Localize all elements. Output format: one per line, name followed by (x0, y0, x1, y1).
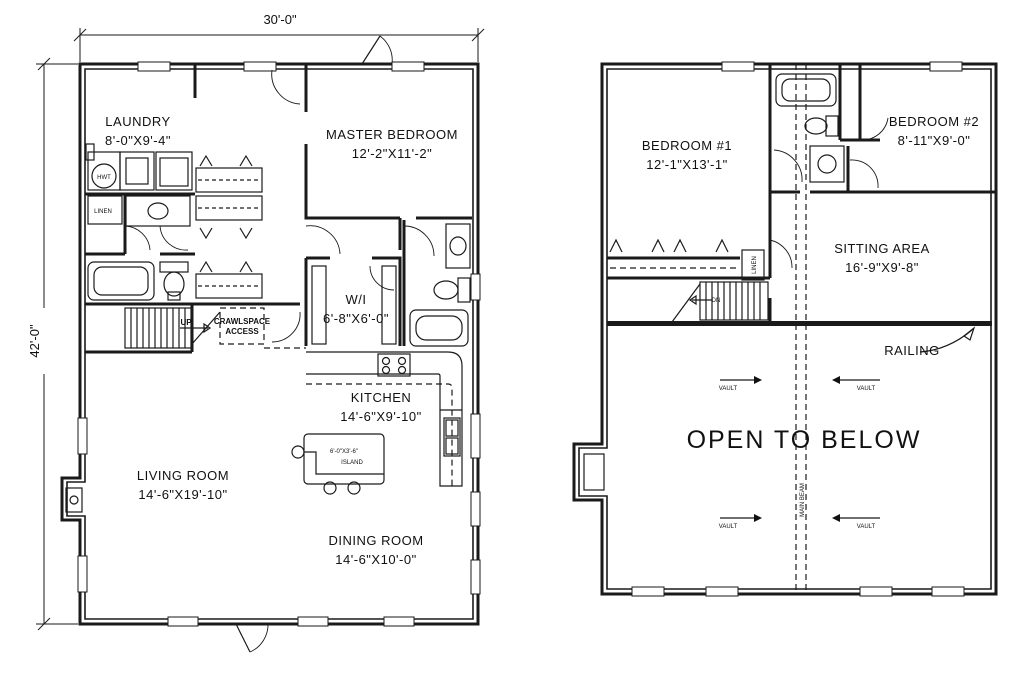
first-floor-exterior-wall (60, 62, 480, 626)
toilet-bowl (163, 271, 185, 297)
walkin-shelf (381, 265, 397, 345)
kitchen-sink (443, 417, 461, 457)
master-bath-sink (445, 223, 471, 269)
laundry-size: 8'-0"X9'-4" (105, 133, 171, 148)
kitchen-counters (306, 351, 463, 487)
stairs-down-label: DN (712, 298, 721, 304)
dryer (155, 151, 193, 191)
window (470, 413, 481, 459)
living-room-label: LIVING ROOM (137, 468, 229, 483)
cooktop (377, 353, 411, 377)
linen-closet (87, 195, 123, 225)
vault-label: VAULT (857, 524, 876, 530)
depth-dimension-label: 42'-0" (27, 324, 42, 358)
depth-dimension: 42'-0" (24, 57, 78, 631)
vault-label: VAULT (719, 386, 738, 392)
kitchen-island: 6'-0"X3'-6" ISLAND (291, 433, 385, 495)
window (137, 61, 171, 72)
bedroom1-size: 12'-1"X13'-1" (646, 157, 727, 172)
stairs-up-label: UP (180, 318, 192, 327)
hwt-label: HWT (97, 175, 111, 181)
linen-label: LINEN (94, 209, 112, 215)
open-to-below-label: OPEN TO BELOW (687, 426, 922, 454)
shower (409, 309, 469, 347)
upstairs-staircase: DN (671, 281, 769, 323)
dining-room-size: 14'-6"X10'-0" (335, 552, 416, 567)
master-bath-door-swing (403, 225, 435, 257)
front-entry-door (235, 623, 269, 653)
second-floor-plan: LINEN RAILING DN MAIN BEAM (572, 61, 998, 597)
island-size: 6'-0"X3'-6" (330, 449, 358, 455)
railing (607, 321, 992, 326)
window (859, 586, 893, 597)
toilet-tank (159, 261, 189, 273)
first-floor-plan: 30'-0" 42'-0" (24, 8, 485, 653)
master-bath-toilet (457, 277, 471, 303)
window (931, 586, 965, 597)
width-dimension: 30'-0" (73, 8, 485, 62)
main-beam-label: MAIN BEAM (800, 483, 806, 517)
window (705, 586, 739, 597)
washer (119, 151, 155, 191)
access-label: ACCESS (225, 327, 259, 336)
vault-arrows: VAULT VAULT VAULT VAULT (719, 376, 880, 530)
laundry-door-swing (271, 69, 301, 105)
bedroom2-size: 8'-11"X9'-0" (898, 133, 971, 148)
sitting-area-size: 16'-9"X9'-8" (845, 260, 919, 275)
window (929, 61, 963, 72)
vault-label: VAULT (719, 524, 738, 530)
window (383, 616, 415, 627)
upstairs-linen-closet (741, 249, 765, 281)
sitting-area-label: SITTING AREA (834, 241, 930, 256)
window (470, 273, 481, 301)
vault-label: VAULT (857, 386, 876, 392)
bathtub (87, 261, 155, 301)
laundry-label: LAUNDRY (105, 114, 170, 129)
staircase: UP (124, 307, 221, 349)
closet-shelving (195, 154, 263, 299)
window (721, 61, 755, 72)
island-label: ISLAND (341, 460, 363, 466)
walkin-size: 6'-8"X6'-0" (323, 311, 389, 326)
walkin-door-swing (369, 265, 395, 291)
window (77, 555, 88, 593)
kitchen-label: KITCHEN (351, 390, 412, 405)
upstairs-sink (809, 145, 845, 183)
crawlspace-door-swing (271, 311, 301, 343)
window (77, 417, 88, 455)
master-bedroom-size: 12'-2"X11'-2" (352, 146, 432, 161)
window (470, 559, 481, 595)
rear-entry-door (361, 35, 393, 65)
railing-label: RAILING (884, 343, 940, 358)
window (470, 491, 481, 527)
walkin-shelf (311, 265, 327, 345)
fireplace (65, 487, 83, 513)
upstairs-toilet (825, 115, 839, 137)
bedroom2-label: BEDROOM #2 (889, 114, 979, 129)
crawlspace-access (219, 307, 265, 345)
second-floor-exterior-wall (572, 62, 998, 596)
bathroom-vanity (125, 195, 191, 227)
upstairs-linen-label: LINEN (752, 256, 758, 274)
window (297, 616, 329, 627)
window (243, 61, 277, 72)
walkin-label: W/I (346, 292, 367, 307)
chimney (583, 453, 605, 491)
window (391, 61, 425, 72)
bedroom1-label: BEDROOM #1 (642, 138, 732, 153)
width-dimension-label: 30'-0" (263, 12, 297, 27)
crawlspace-label: CRAWLSPACE (214, 317, 271, 326)
living-room-size: 14'-6"X19'-10" (138, 487, 227, 502)
bath-door-swing (123, 225, 151, 251)
window (631, 586, 665, 597)
master-door-swing (305, 225, 341, 255)
master-bedroom-label: MASTER BEDROOM (326, 127, 458, 142)
window (167, 616, 199, 627)
kitchen-size: 14'-6"X9'-10" (340, 409, 421, 424)
dining-room-label: DINING ROOM (328, 533, 423, 548)
